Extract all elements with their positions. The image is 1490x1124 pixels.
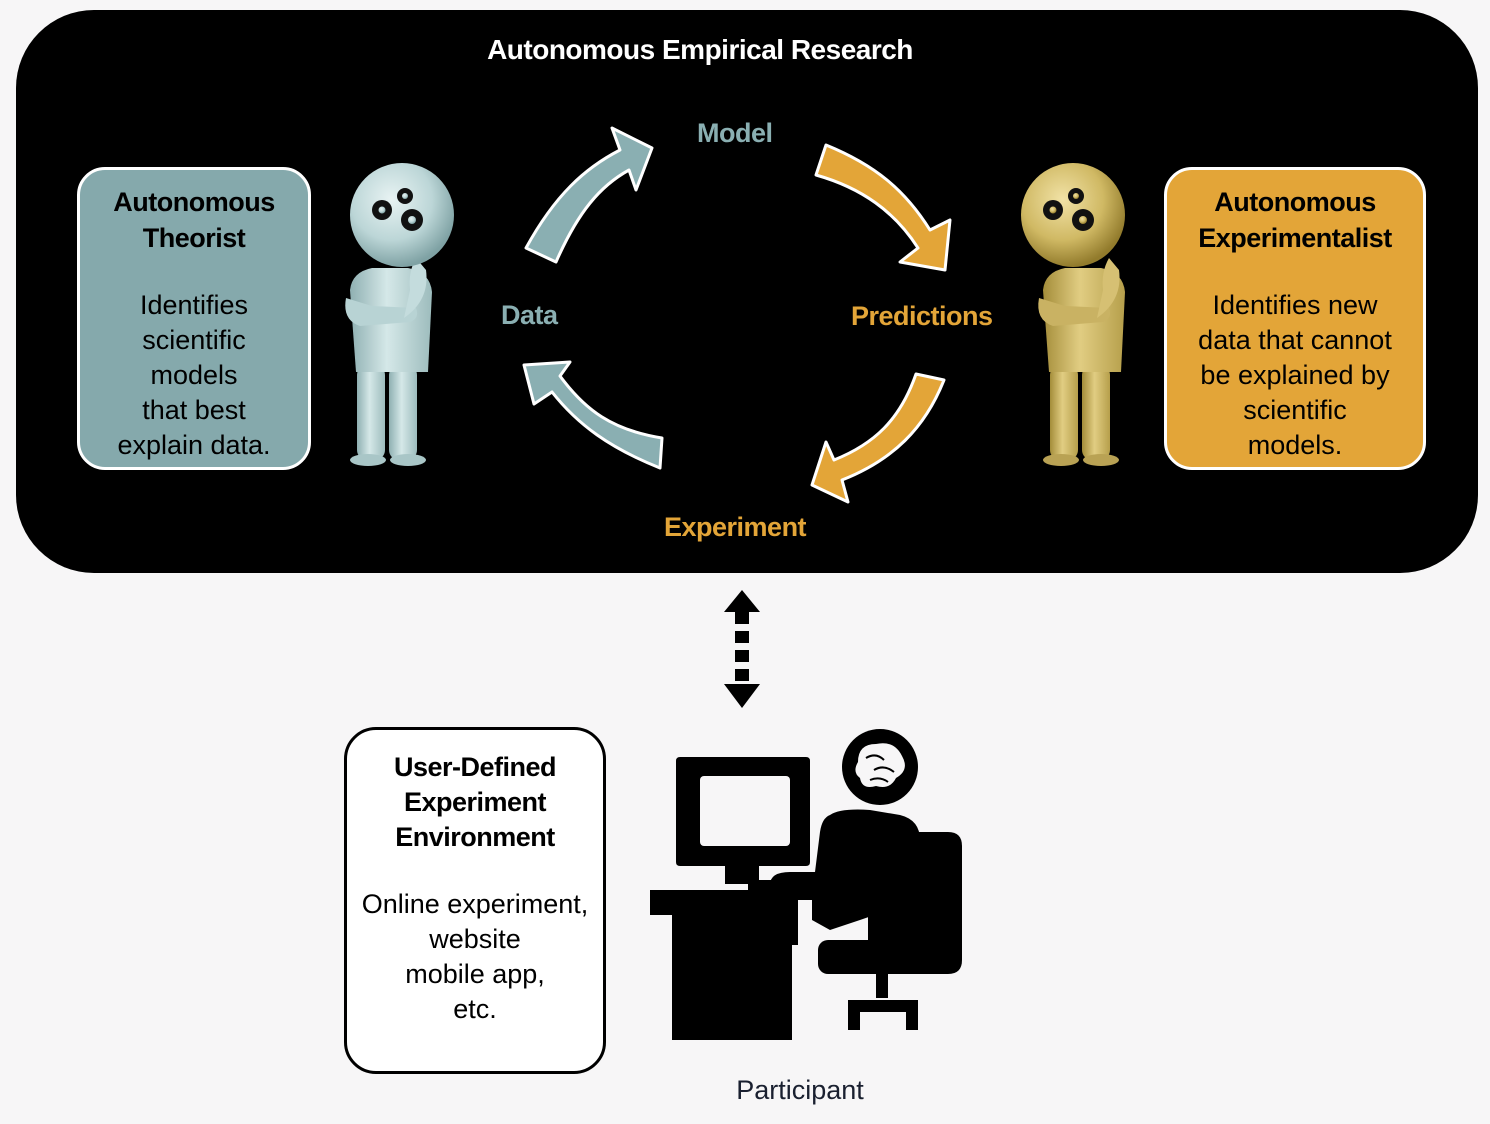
panel-title: Autonomous Empirical Research: [487, 34, 913, 65]
environment-description: Online experiment, website mobile app, e…: [361, 889, 589, 1024]
predictions-to-experiment-arrow: [810, 372, 946, 504]
environment-title: User-Defined Experiment Environment: [393, 752, 557, 852]
experiment-label: Experiment: [664, 512, 807, 542]
experimentalist-box: Autonomous Experimentalist Identifies ne…: [1164, 167, 1426, 470]
predictions-label: Predictions: [851, 301, 993, 331]
model-to-predictions-arrow: [814, 143, 952, 272]
data-label: Data: [501, 300, 558, 330]
theorist-title: Autonomous Theorist: [113, 187, 275, 253]
experiment-environment-box: User-Defined Experiment Environment Onli…: [344, 727, 606, 1074]
experimentalist-figure-icon: [1021, 163, 1125, 466]
experiment-to-data-arrow: [522, 360, 664, 470]
experimentalist-description: Identifies new data that cannot be expla…: [1198, 290, 1392, 460]
theorist-description: Identifies scientific models that best e…: [117, 290, 271, 460]
theorist-box: Autonomous Theorist Identifies scientifi…: [77, 167, 311, 470]
theorist-figure-icon: [345, 163, 454, 466]
experimentalist-title: Autonomous Experimentalist: [1198, 187, 1392, 253]
participant-label: Participant: [736, 1075, 864, 1105]
person-at-computer-with-brain-icon: [650, 729, 962, 1040]
model-label: Model: [697, 118, 773, 148]
bidirectional-dashed-arrow-icon: [724, 590, 760, 708]
data-to-model-arrow: [524, 126, 654, 264]
